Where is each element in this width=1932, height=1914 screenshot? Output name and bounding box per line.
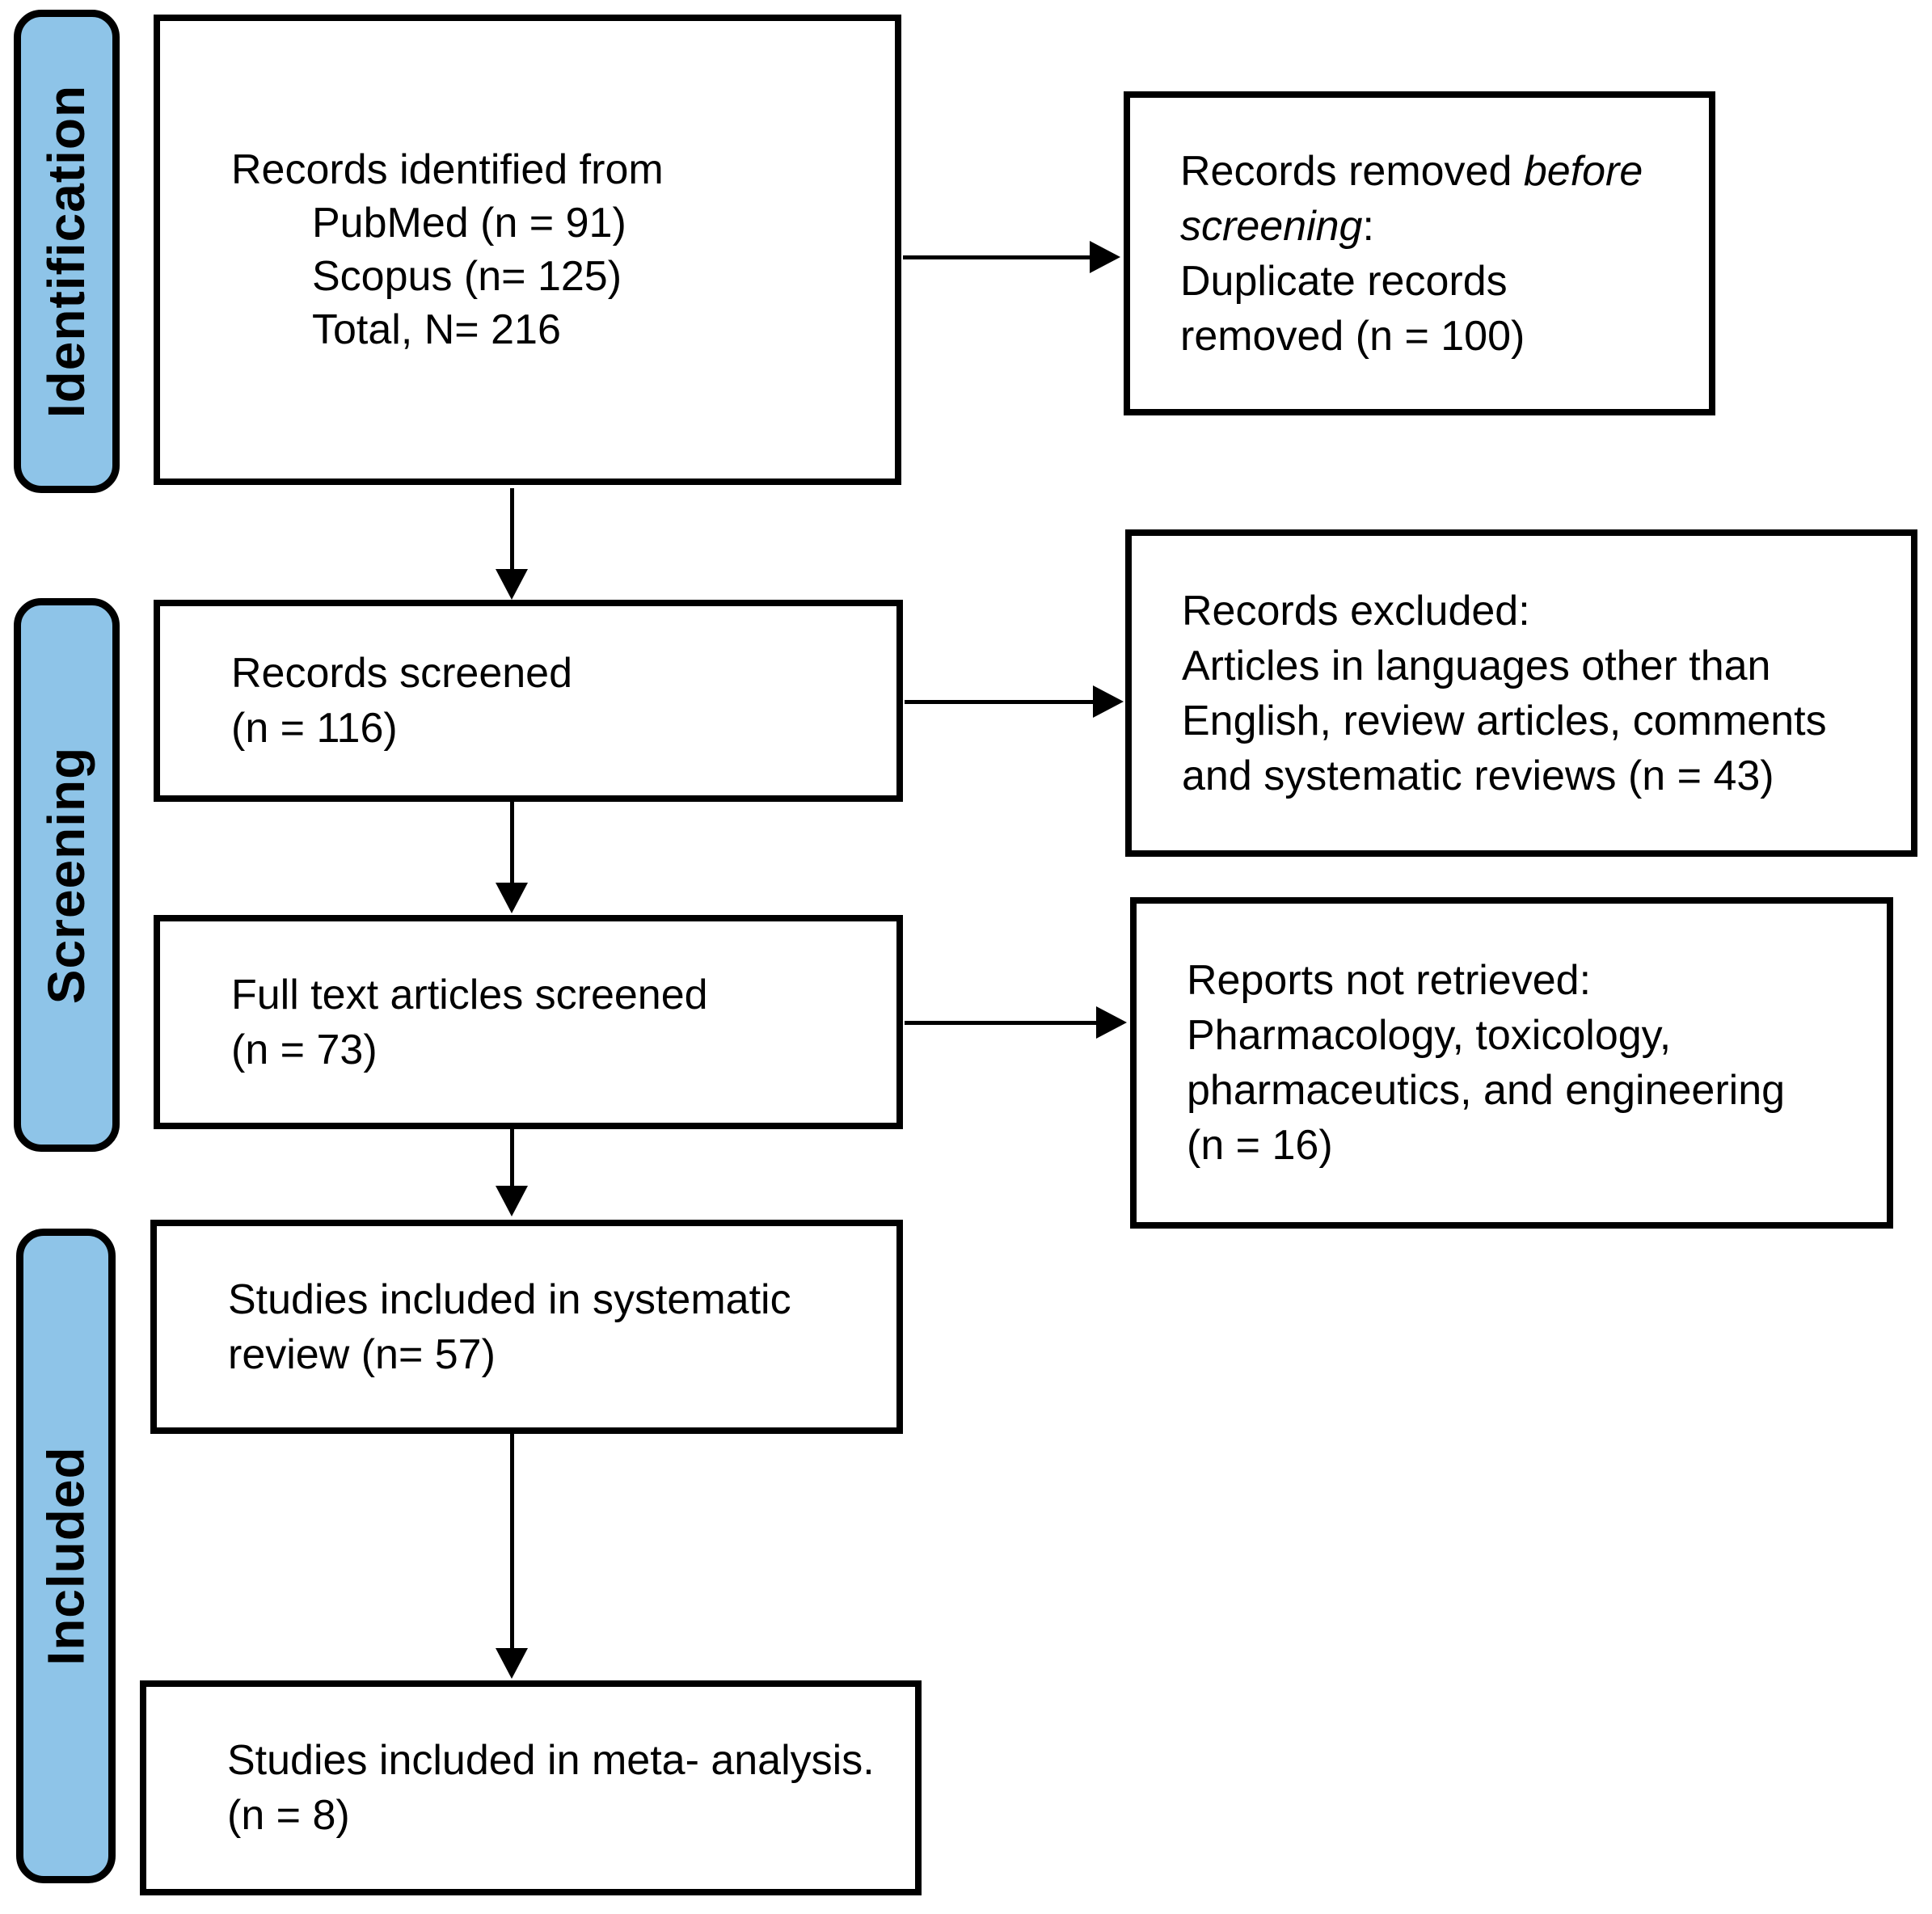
arrow-identified-to-screened-line <box>510 488 514 572</box>
arrowhead-down-icon <box>496 569 528 600</box>
box-text-italic: screening <box>1180 202 1363 250</box>
box-text-line: PubMed (n = 91) <box>312 200 626 247</box>
records-removed-box: Records removed before screening: Duplic… <box>1124 91 1715 415</box>
box-text-line: English, review articles, comments <box>1182 697 1827 744</box>
stage-label-screening: Screening <box>14 598 120 1152</box>
box-text-line: (n = 16) <box>1187 1122 1333 1169</box>
box-text-line: Full text articles screened <box>231 971 708 1018</box>
arrow-systematic-to-meta-line <box>510 1434 514 1651</box>
arrowhead-right-icon <box>1096 1006 1127 1039</box>
arrow-fulltext-to-systematic-line <box>510 1129 514 1189</box>
box-text-line: Records removed before <box>1180 144 1685 199</box>
meta-analysis-box: Studies included in meta- analysis. (n =… <box>140 1680 922 1895</box>
arrow-screened-to-fulltext-line <box>510 802 514 886</box>
arrowhead-right-icon <box>1093 685 1124 718</box>
box-text-line: (n = 73) <box>231 1026 378 1073</box>
systematic-review-box: Studies included in systematic review (n… <box>150 1220 903 1434</box>
box-text-line: screening: <box>1180 199 1685 254</box>
arrowhead-down-icon <box>496 1186 528 1216</box>
box-text-line: Pharmacology, toxicology, <box>1187 1012 1672 1059</box>
reports-not-retrieved-box: Reports not retrieved: Pharmacology, tox… <box>1130 897 1893 1229</box>
box-text-line: Reports not retrieved: <box>1187 957 1592 1004</box>
records-screened-box: Records screened (n = 116) <box>154 600 903 802</box>
box-text-line: Duplicate records <box>1180 257 1508 305</box>
stage-label-text: Identification <box>37 84 96 419</box>
box-text-line: Studies included in meta- analysis. <box>227 1737 875 1784</box>
arrow-fulltext-to-notretrieved-line <box>905 1021 1099 1025</box>
box-text-line: (n = 8) <box>227 1792 350 1839</box>
arrowhead-down-icon <box>496 1648 528 1679</box>
box-text-line: Studies included in systematic <box>228 1275 791 1323</box>
box-text-line: (n = 116) <box>231 705 398 752</box>
arrowhead-right-icon <box>1090 241 1120 273</box>
box-text-line: Records screened <box>231 650 572 697</box>
box-text-segment: : <box>1362 202 1374 250</box>
stage-label-included: Included <box>16 1229 116 1883</box>
arrow-screened-to-excluded-line <box>905 700 1096 704</box>
stage-label-text: Included <box>36 1446 95 1666</box>
box-text-line: Articles in languages other than <box>1182 642 1771 689</box>
box-text-line: removed (n = 100) <box>1180 312 1525 360</box>
box-text-line: Records excluded: <box>1182 587 1530 634</box>
full-text-screened-box: Full text articles screened (n = 73) <box>154 915 903 1129</box>
box-text-line: review (n= 57) <box>228 1330 496 1378</box>
arrowhead-down-icon <box>496 883 528 913</box>
box-text-line: Records identified from <box>231 146 664 193</box>
box-text-italic: before <box>1523 147 1643 195</box>
arrow-identified-to-removed-line <box>903 255 1093 259</box>
stage-label-identification: Identification <box>14 10 120 493</box>
records-identified-box: Records identified from PubMed (n = 91) … <box>154 15 901 485</box>
box-text-segment: Records removed <box>1180 147 1524 195</box>
stage-label-text: Screening <box>37 746 96 1004</box>
records-excluded-box: Records excluded: Articles in languages … <box>1125 529 1917 857</box>
box-text-line: pharmaceutics, and engineering <box>1187 1067 1786 1114</box>
box-text-line: Scopus (n= 125) <box>312 253 622 300</box>
box-text-line: and systematic reviews (n = 43) <box>1182 752 1774 799</box>
box-text-line: Total, N= 216 <box>312 306 561 353</box>
